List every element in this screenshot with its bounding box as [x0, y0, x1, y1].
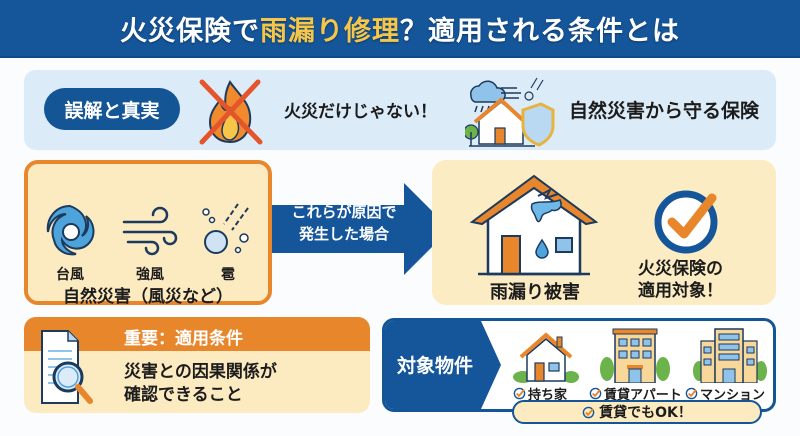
wind-icon: [122, 206, 178, 256]
truth-text: 自然災害から守る保険: [569, 100, 760, 122]
arrow-text-line-2: 発生した場合: [298, 225, 389, 243]
condition-panel: 重要：適用条件 災害との因果関係が 確認できること: [24, 317, 370, 413]
condition-title: 重要：適用条件: [124, 329, 243, 349]
coverage-line-1: 火災保険の: [638, 259, 723, 279]
check-circle-icon: [654, 190, 718, 254]
property-tag-label: 対象物件: [397, 355, 474, 377]
fire-crossed-icon: [199, 79, 263, 145]
check-icon: [589, 387, 602, 400]
check-icon: [685, 387, 698, 400]
myth-text: 火災だけじゃない！: [284, 102, 437, 122]
property-tag-shape: [385, 321, 501, 409]
house-icon: [513, 332, 579, 383]
arrow-text-line-1: これらが原因で: [291, 203, 397, 221]
hazard-label-wind: 強風: [136, 267, 164, 283]
leaking-house-icon: [469, 174, 599, 276]
hazard-label-typhoon: 台風: [56, 267, 84, 283]
condominium-icon: [693, 328, 767, 383]
misconception-badge: 誤解と真実: [44, 88, 180, 130]
page-title: 火災保険で雨漏り修理？適用される条件とは: [120, 9, 680, 48]
property-condominium: マンション: [685, 384, 765, 403]
title-highlight: 雨漏り修理: [260, 15, 400, 47]
result-panel: 雨漏り被害 火災保険の 適用対象！: [432, 160, 776, 305]
property-own-house: 持ち家: [513, 384, 567, 403]
condition-line-2: 確認できること: [124, 385, 243, 405]
leak-damage-label: 雨漏り被害: [490, 282, 580, 303]
weather-house-shield-icon: [465, 77, 555, 147]
natural-disaster-caption: 自然災害（風災など）: [63, 287, 233, 307]
rental-ok-badge: 賃貸でもOK！: [512, 400, 762, 424]
page-header: 火災保険で雨漏り修理？適用される条件とは: [0, 0, 800, 58]
coverage-line-2: 適用対象！: [638, 281, 723, 301]
check-icon: [513, 387, 526, 400]
condition-header: [24, 317, 370, 351]
property-label: 持ち家: [528, 388, 568, 403]
arrow-text: これらが原因で 発生した場合: [284, 201, 404, 245]
hazard-label-hail: 雹: [221, 267, 235, 283]
property-label: 賃貸アパート: [604, 388, 682, 403]
property-types-panel: 対象物件 持ち家: [382, 318, 776, 412]
rental-ok-text: 賃貸でもOK！: [599, 405, 692, 421]
misconception-panel: 誤解と真実 火災だけじゃない！ 自然災害から守る保険: [24, 70, 776, 150]
document-magnifier-icon: [41, 330, 93, 404]
title-part-2: ？適用される条件とは: [400, 15, 680, 47]
typhoon-icon: [46, 204, 95, 256]
condition-text: 災害との因果関係が 確認できること: [124, 361, 277, 407]
hail-icon: [202, 203, 249, 254]
check-icon: [582, 406, 595, 418]
condition-line-1: 災害との因果関係が: [124, 362, 277, 382]
natural-disaster-panel: 台風 強風 雹 自然災害（風災など）: [24, 160, 272, 307]
title-part-1: 火災保険で: [120, 15, 260, 47]
property-rental-apartment: 賃貸アパート: [589, 384, 682, 403]
apartment-icon: [600, 328, 670, 383]
property-label: マンション: [700, 388, 766, 403]
coverage-text: 火災保険の 適用対象！: [638, 258, 723, 302]
cause-arrow-icon: [272, 183, 450, 275]
